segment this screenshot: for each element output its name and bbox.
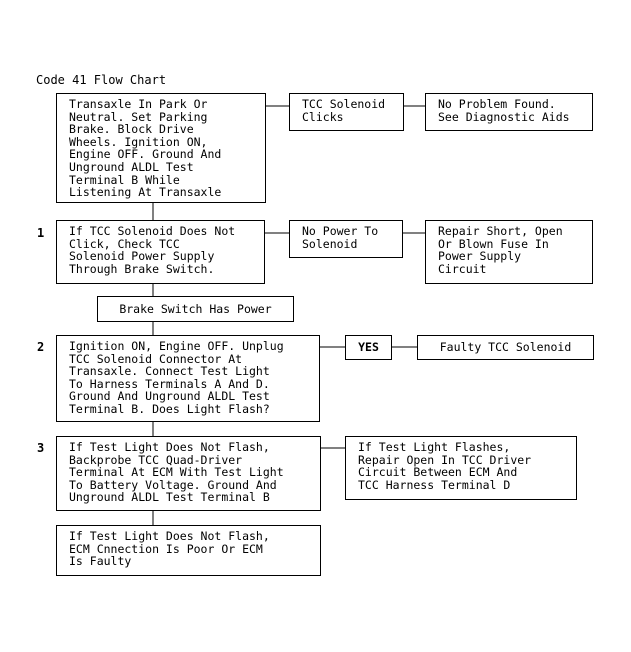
step-number-2: 2 [37, 340, 45, 354]
step2-box: Ignition ON, Engine OFF. Unplug TCC Sole… [56, 335, 320, 422]
brake-switch-power-box: Brake Switch Has Power [97, 296, 294, 322]
no-power-box: No Power To Solenoid [289, 220, 403, 258]
ecm-faulty-box: If Test Light Does Not Flash, ECM Cnnect… [56, 525, 321, 576]
solenoid-clicks-box: TCC Solenoid Clicks [289, 93, 404, 131]
step-number-1: 1 [37, 226, 45, 240]
light-flashes-box: If Test Light Flashes, Repair Open In TC… [345, 436, 577, 500]
faulty-solenoid-box: Faulty TCC Solenoid [417, 335, 594, 360]
step1-box: If TCC Solenoid Does Not Click, Check TC… [56, 220, 265, 284]
chart-title: Code 41 Flow Chart [36, 73, 167, 87]
no-problem-box: No Problem Found. See Diagnostic Aids [425, 93, 593, 131]
yes-box: YES [345, 335, 392, 360]
step-number-3: 3 [37, 441, 45, 455]
start-box: Transaxle In Park Or Neutral. Set Parkin… [56, 93, 266, 203]
repair-short-box: Repair Short, Open Or Blown Fuse In Powe… [425, 220, 593, 284]
step3-box: If Test Light Does Not Flash, Backprobe … [56, 436, 321, 511]
